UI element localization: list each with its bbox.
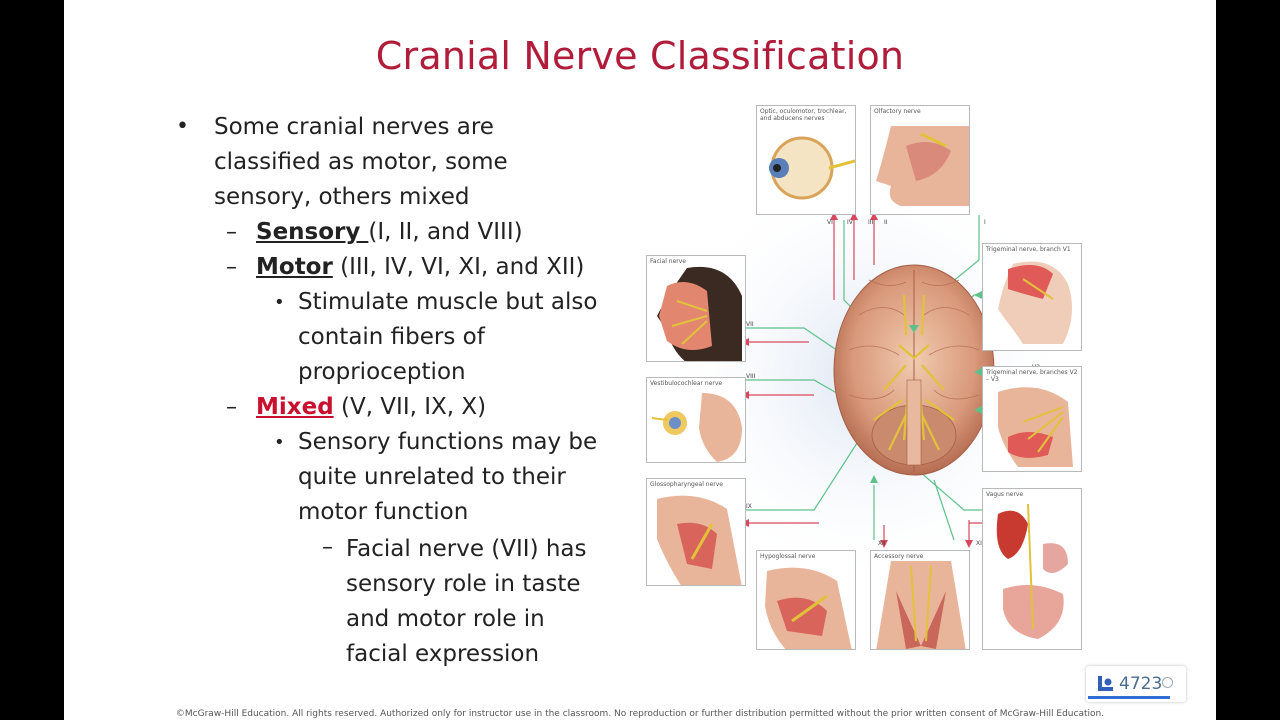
- panel-hypoglossal: Hypoglossal nerve: [756, 550, 856, 650]
- eye-icon: [769, 136, 855, 200]
- facial-line: Facial nerve (VII) has: [346, 536, 587, 562]
- slide-title: Cranial Nerve Classification: [375, 34, 905, 78]
- nerve-label-xii: XII: [878, 540, 886, 547]
- loading-ring-icon: [1162, 677, 1173, 688]
- panel-accessory: Accessory nerve: [870, 550, 970, 650]
- motor-nerves: (III, IV, VI, XI, and XII): [332, 254, 585, 280]
- slide: Cranial Nerve Classification • Some cran…: [64, 0, 1216, 720]
- facial-line: sensory role in taste: [346, 571, 581, 597]
- nerve-label-i: I: [984, 219, 986, 226]
- neck-icon: [876, 561, 966, 649]
- nerve-label-viii: VIII: [746, 373, 756, 380]
- panel-trigeminal-v2v3: Trigeminal nerve, branches V2 – V3: [982, 366, 1082, 472]
- motor-item: Motor (III, IV, VI, XI, and XII): [256, 250, 584, 285]
- nerve-label-iv: IV: [847, 219, 854, 226]
- throat-icon: [657, 495, 742, 585]
- facial-line: facial expression: [346, 641, 540, 667]
- panel-trigeminal-v1: Trigeminal nerve, branch V1: [982, 243, 1082, 351]
- panel-eye: Optic, oculomotor, trochlear, and abduce…: [756, 105, 856, 215]
- nerve-label-vi: VI: [827, 219, 833, 226]
- mixed-sub-line: quite unrelated to their: [298, 464, 566, 490]
- mixed-sub-line: Sensory functions may be: [298, 429, 598, 455]
- viewer-count: 4723: [1119, 674, 1163, 694]
- brain-illustration: VI IV III II I V1 V2 V3 VII VIII IX X XI…: [664, 160, 1074, 590]
- panel-caption: Hypoglossal nerve: [760, 553, 816, 560]
- panel-caption: Trigeminal nerve, branch V1: [986, 246, 1071, 253]
- organs-icon: [996, 503, 1068, 639]
- nose-icon: [876, 126, 969, 206]
- bullet-line: Some cranial nerves are: [214, 114, 494, 140]
- mixed-sub-line: motor function: [298, 499, 469, 525]
- panel-caption: Accessory nerve: [874, 553, 924, 560]
- panel-caption: Facial nerve: [650, 258, 686, 265]
- nerve-label-xi: XI: [976, 540, 982, 547]
- panel-caption: Glossopharyngeal nerve: [650, 481, 723, 488]
- viewer-counter-widget[interactable]: 4723: [1086, 666, 1186, 702]
- panel-olfactory: Olfactory nerve: [870, 105, 970, 215]
- facial-line: and motor role in: [346, 606, 545, 632]
- dash-marker: –: [226, 255, 237, 280]
- motor-sub-line: proprioception: [298, 359, 466, 385]
- panel-caption: Vagus nerve: [986, 491, 1024, 498]
- nerve-label-vii: VII: [746, 321, 754, 328]
- nerve-label-ii: II: [884, 219, 888, 226]
- panel-vagus: Vagus nerve: [982, 488, 1082, 650]
- nerve-label-ix: IX: [746, 503, 752, 510]
- sub-bullet-dot: •: [274, 292, 285, 313]
- progress-bar: [1088, 696, 1170, 699]
- panel-caption: Olfactory nerve: [874, 108, 921, 115]
- tongue-icon: [765, 567, 852, 649]
- head-icon: [998, 261, 1072, 344]
- ear-icon: [651, 393, 742, 462]
- jaw-icon: [998, 387, 1073, 467]
- panel-caption: Optic, oculomotor, trochlear, and abduce…: [760, 108, 847, 122]
- mixed-nerves: (V, VII, IX, X): [333, 394, 487, 420]
- nerve-label-iii: III: [868, 219, 874, 226]
- motor-label: Motor: [256, 254, 333, 280]
- panel-facial: Facial nerve: [646, 255, 746, 362]
- sub-bullet-dot: •: [274, 432, 285, 453]
- mixed-item: Mixed (V, VII, IX, X): [256, 390, 486, 425]
- panel-vestibulocochlear: Vestibulocochlear nerve: [646, 377, 746, 463]
- copyright-footer: ©McGraw-Hill Education. All rights reser…: [175, 709, 1105, 719]
- dash-marker: –: [226, 395, 237, 420]
- motor-sub-line: Stimulate muscle but also: [298, 289, 598, 315]
- sensory-label: Sensory: [256, 219, 369, 245]
- motor-sub-line: contain fibers of: [298, 324, 485, 350]
- face-icon: [657, 266, 742, 361]
- dash-marker: –: [322, 535, 333, 560]
- panel-caption: Vestibulocochlear nerve: [650, 380, 723, 387]
- viewer-icon: [1098, 676, 1113, 691]
- bullet-line: sensory, others mixed: [214, 184, 470, 210]
- panel-caption: Trigeminal nerve, branches V2 – V3: [986, 369, 1078, 383]
- bullet-dot: •: [176, 114, 189, 139]
- sensory-item: Sensory (I, II, and VIII): [256, 215, 523, 250]
- cranial-nerve-figure: VI IV III II I V1 V2 V3 VII VIII IX X XI…: [644, 100, 1084, 653]
- sensory-nerves: (I, II, and VIII): [368, 219, 523, 245]
- panel-glossopharyngeal: Glossopharyngeal nerve: [646, 478, 746, 586]
- bullet-line: classified as motor, some: [214, 149, 508, 175]
- mixed-label: Mixed: [256, 394, 334, 420]
- dash-marker: –: [226, 220, 237, 245]
